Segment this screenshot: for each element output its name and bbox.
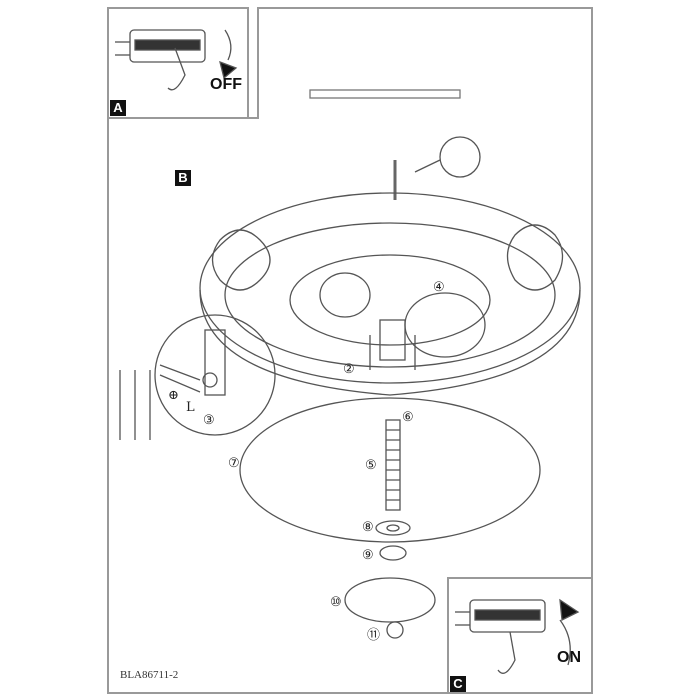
panel-b-label: B — [175, 170, 191, 186]
page-frame — [107, 7, 593, 694]
panel-c-frame — [447, 577, 593, 694]
switch-on-label: ON — [557, 649, 581, 666]
threaded-rod — [385, 419, 401, 511]
ceiling-hatch — [309, 89, 461, 99]
part-number-8: ⑧ — [362, 520, 374, 535]
part-number-11: ⑪ — [367, 628, 381, 643]
breaker-icon-a — [115, 29, 238, 91]
part-number-7: ⑦ — [228, 456, 240, 471]
washer — [375, 520, 411, 536]
switch-off-label: OFF — [210, 76, 242, 93]
finial-knob — [386, 621, 404, 639]
part-number-9: ⑨ — [362, 548, 374, 563]
earth-symbol: ⊕ — [168, 388, 179, 403]
part-number-5: ⑤ — [365, 458, 377, 473]
panel-a-label: A — [110, 100, 126, 116]
panel-a-frame — [107, 7, 249, 119]
lamp-base — [199, 192, 581, 396]
finial-cap — [344, 577, 436, 623]
part-number-6: ⑥ — [402, 410, 414, 425]
part-number-3: ③ — [203, 413, 215, 428]
live-wire-label: L — [186, 400, 195, 415]
detail-circle-top — [439, 136, 481, 178]
wiring-detail-circle — [119, 314, 276, 440]
glass-shade — [239, 397, 541, 543]
nut — [379, 545, 407, 561]
document-code: BLA86711-2 — [120, 669, 179, 681]
part-number-4: ④ — [433, 280, 445, 295]
panel-c-label: C — [450, 676, 466, 692]
part-number-10: ⑩ — [330, 595, 342, 610]
breaker-icon-c — [455, 598, 580, 674]
part-number-2: ② — [343, 362, 355, 377]
